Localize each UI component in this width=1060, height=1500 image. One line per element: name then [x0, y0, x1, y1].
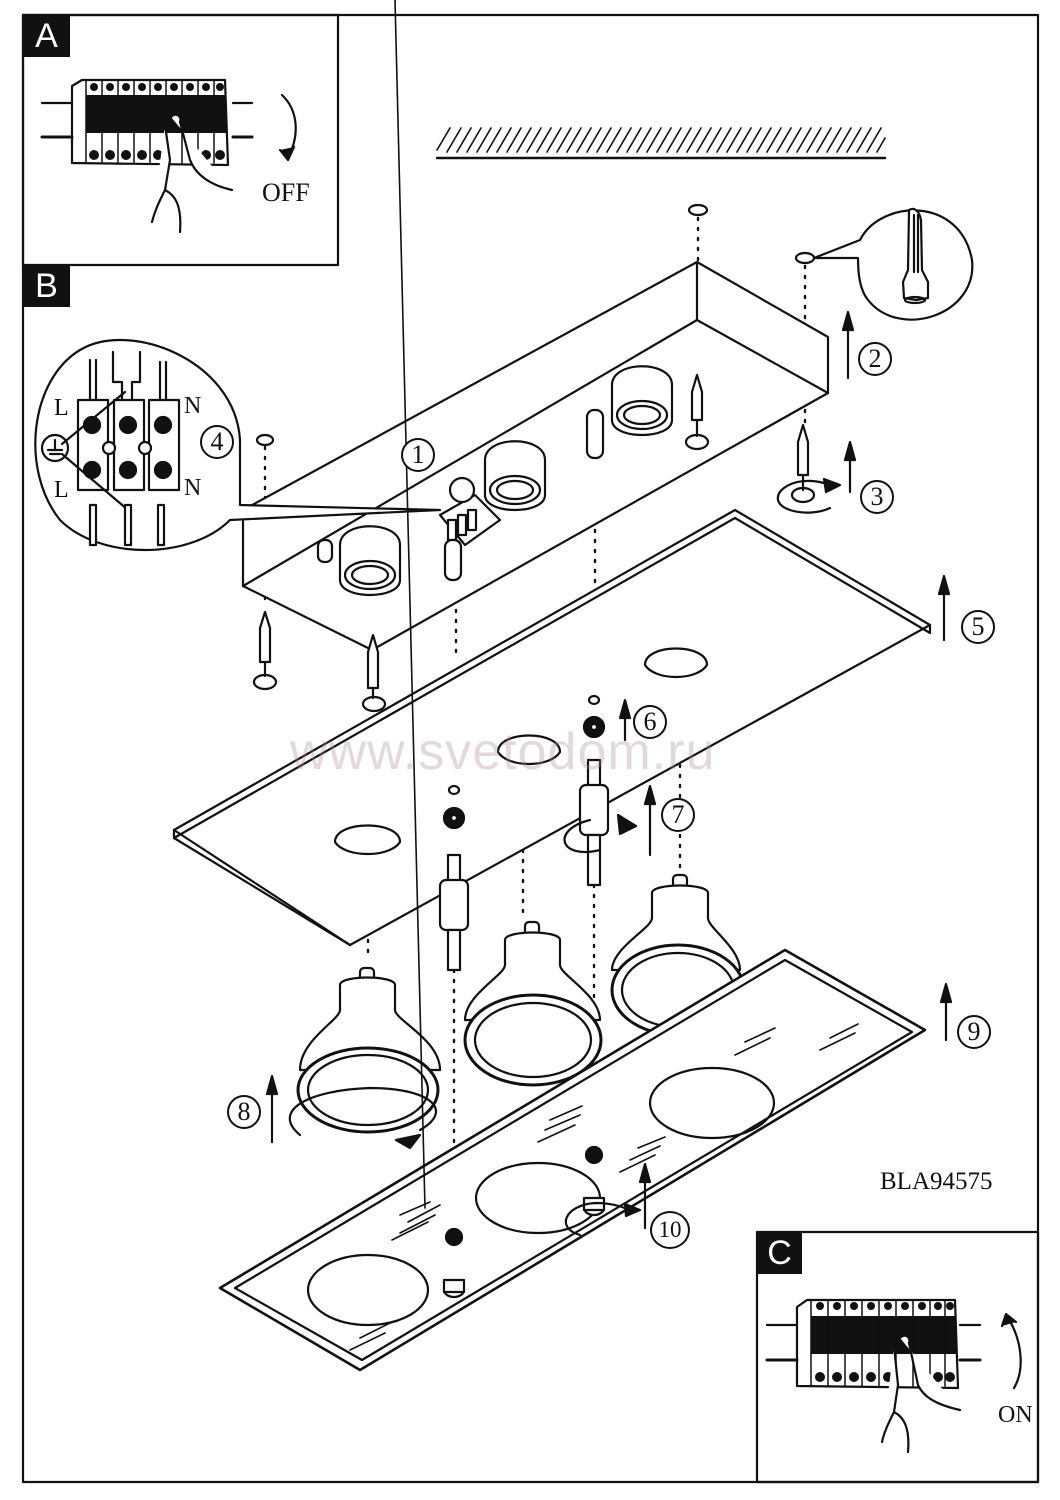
step-3: 3 [860, 480, 894, 514]
step-6: 6 [633, 705, 667, 739]
up-arrows [265, 310, 953, 1230]
step-4: 4 [200, 425, 234, 459]
drill-hole [687, 203, 709, 217]
panel-tag-c: C [757, 1232, 802, 1274]
panel-c-frame [755, 1230, 1040, 1484]
screw [790, 423, 816, 504]
wiring-detail [34, 339, 442, 551]
arrow-head [822, 477, 842, 494]
panel-tag-a: A [23, 15, 70, 57]
lamp-socket [483, 440, 547, 512]
ceiling-hatch [435, 127, 887, 160]
step-1: 1 [401, 438, 435, 472]
terminal-label-l-bottom: L [54, 477, 69, 503]
spacer-post [443, 538, 463, 582]
arrow-head [616, 813, 638, 836]
hand-icon-c [880, 1334, 962, 1454]
circuit-breaker-a [40, 78, 254, 167]
arrow-head-on [1000, 1312, 1018, 1328]
threaded-rod [578, 694, 610, 887]
step-8: 8 [227, 1095, 261, 1129]
drill-hole [255, 433, 275, 447]
plate-hole [643, 647, 709, 678]
terminal-block [438, 476, 502, 547]
gu10-bulb [296, 966, 442, 1134]
step-7: 7 [661, 798, 695, 832]
spacer-post [316, 538, 334, 564]
circuit-breaker-c [765, 1298, 982, 1390]
screw [252, 610, 278, 691]
off-label: OFF [262, 178, 310, 207]
on-label: ON [998, 1402, 1033, 1428]
glass-nut [442, 1227, 466, 1299]
model-code: BLA94575 [880, 1168, 993, 1195]
plate-hole [333, 824, 402, 856]
panel-a-frame [21, 13, 340, 267]
arrow-head [623, 1202, 642, 1218]
terminal-label-l-top: L [54, 395, 69, 421]
screw [361, 633, 387, 713]
terminal-label-n-bottom: N [184, 475, 202, 501]
step-2: 2 [858, 342, 892, 376]
rotation-arrow [564, 1201, 630, 1237]
hand-icon-a [150, 113, 234, 234]
step-10: 10 [650, 1211, 690, 1249]
plate-hole [496, 734, 562, 765]
glass-diffuser [218, 0, 927, 1372]
arrow-head [394, 1133, 422, 1150]
page-frame [21, 13, 1040, 1484]
rotation-arrow [288, 1086, 438, 1137]
arrow-head-off [278, 145, 296, 162]
arrow-up-on [1006, 1316, 1022, 1390]
lamp-socket [338, 525, 402, 597]
drill-hole [794, 251, 816, 265]
gu10-bulb [463, 920, 603, 1087]
wall-plug-detail [812, 207, 974, 321]
spacer-post [585, 408, 605, 460]
threaded-rod [438, 784, 470, 972]
step-9: 9 [957, 1015, 991, 1049]
panel-tag-b: B [23, 265, 70, 307]
screw [684, 373, 710, 451]
rotation-arrow [776, 479, 832, 514]
terminal-label-n-top: N [184, 393, 202, 419]
rotation-arrow [563, 818, 602, 853]
step-5: 5 [961, 610, 995, 644]
lamp-socket [610, 365, 674, 437]
